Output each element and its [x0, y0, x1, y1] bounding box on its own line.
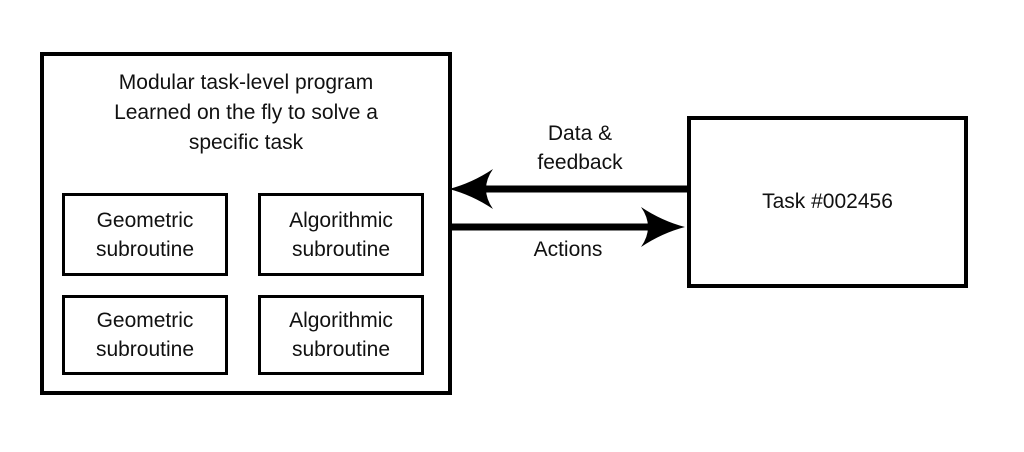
subroutine-box-algorithmic-top: Algorithmic subroutine — [258, 193, 424, 276]
task-box-label: Task #002456 — [762, 190, 893, 213]
program-box-title: Modular task-level program Learned on th… — [114, 71, 378, 154]
data-feedback-label: Data & feedback — [537, 122, 623, 174]
actions-label: Actions — [533, 238, 603, 261]
task-box: Task #002456 — [687, 116, 968, 288]
subroutine-box-geometric-bottom: Geometric subroutine — [62, 295, 228, 375]
program-box: Modular task-level program Learned on th… — [40, 52, 452, 395]
subroutine-box-algorithmic-bottom: Algorithmic subroutine — [258, 295, 424, 375]
subroutine-box-geometric-top: Geometric subroutine — [62, 193, 228, 276]
